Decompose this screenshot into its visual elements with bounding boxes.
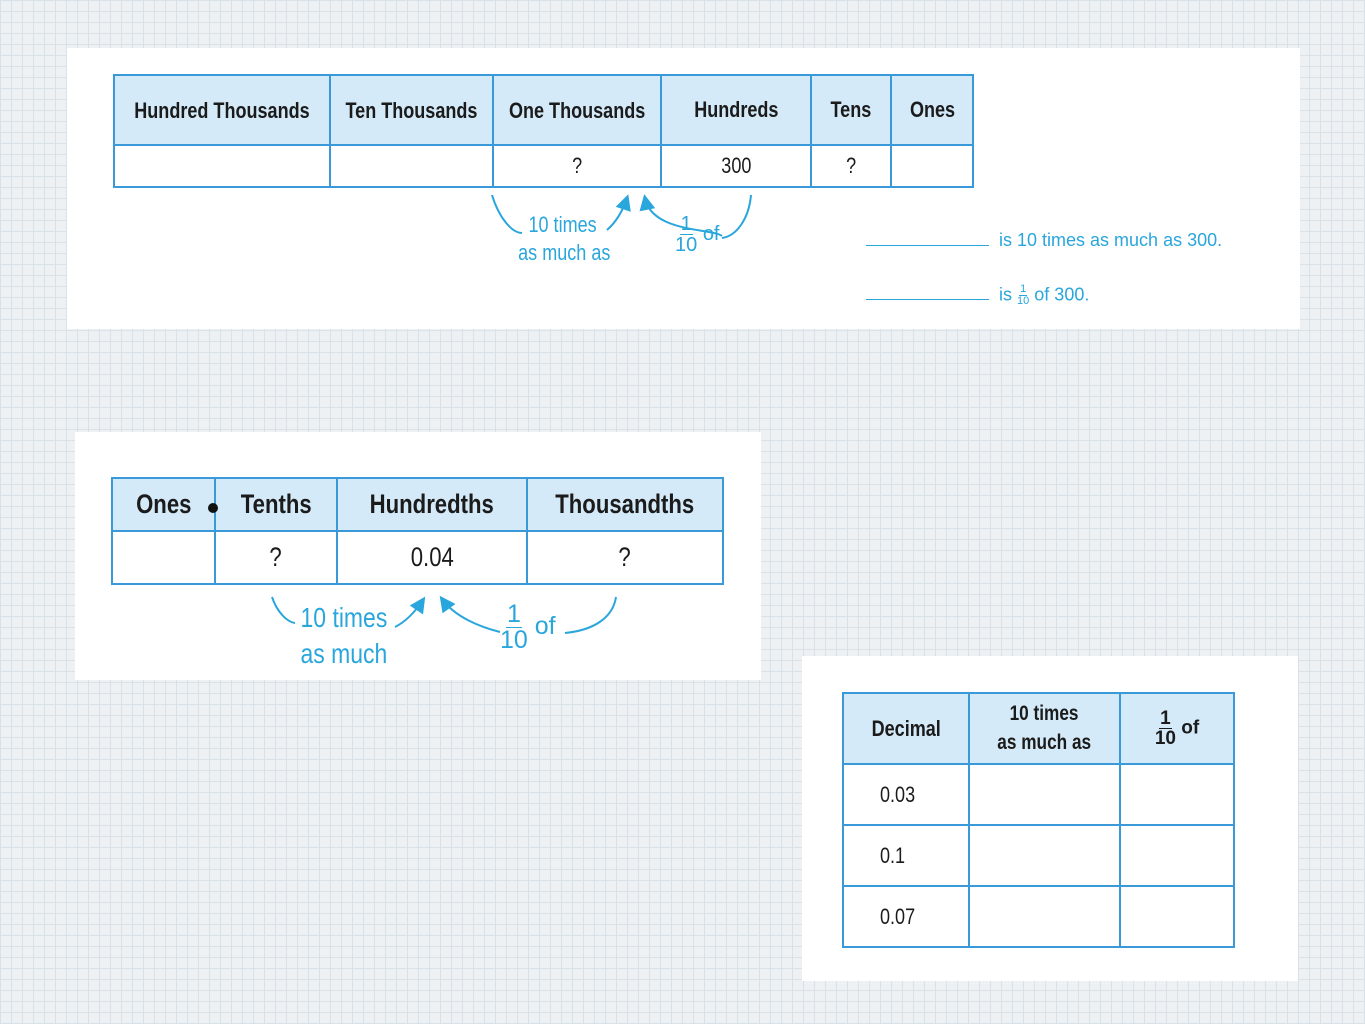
header-tens: Tens (810, 74, 893, 146)
value-tenths: ? (214, 530, 338, 585)
header-thousandths: Thousandths (526, 477, 724, 532)
value-tens: ? (810, 144, 893, 188)
answer-blank-2[interactable] (866, 299, 989, 301)
header-ones: Ones (890, 74, 975, 146)
value-one-thousands: ? (491, 144, 663, 188)
table-row: 0.1 (842, 824, 1235, 887)
header-ten-thousands: Ten Thousands (328, 74, 494, 146)
header-one-thousands: One Thousands (491, 74, 663, 146)
value-hundredths: 0.04 (336, 530, 528, 585)
place-value-table-whole: Hundred Thousands Ten Thousands One Thou… (113, 74, 975, 188)
place-value-panel-decimal: Ones Tenths Hundredths Thousandths ? 0.0… (75, 432, 761, 680)
arrow-one-tenth-decimal (439, 595, 501, 633)
answer-10-times-cell[interactable] (968, 885, 1121, 948)
header-hundred-thousands: Hundred Thousands (113, 74, 331, 146)
place-value-table-decimal: Ones Tenths Hundredths Thousandths ? 0.0… (111, 477, 724, 585)
arrow-10-times-whole (491, 195, 627, 234)
header-decimal: Decimal (842, 692, 970, 765)
value-ten-thousands (328, 144, 494, 188)
header-10-times: 10 times as much as (968, 692, 1121, 765)
relationship-arrows-decimal (271, 432, 617, 634)
table-row: 0.03 (842, 763, 1235, 826)
header-hundredths: Hundredths (336, 477, 528, 532)
arrow-one-tenth-whole (639, 194, 723, 237)
header-hundreds: Hundreds (660, 74, 813, 146)
decimal-point-dot (208, 503, 218, 513)
answer-one-tenth-cell[interactable] (1119, 885, 1235, 948)
decimal-cell: 0.03 (842, 763, 970, 826)
answer-one-tenth-cell[interactable] (1119, 763, 1235, 826)
value-ones (890, 144, 975, 188)
decimal-cell: 0.07 (842, 885, 970, 948)
arrow-10-times-decimal (271, 597, 423, 628)
label-10-times-whole: 10 times (528, 212, 598, 237)
header-tenths: Tenths (214, 477, 338, 532)
answer-blank-1[interactable] (866, 245, 989, 246)
label-10-times-decimal: 10 times (300, 602, 388, 633)
table-row: 0.07 (842, 885, 1235, 948)
answer-10-times-cell[interactable] (968, 824, 1121, 887)
value-thousandths: ? (526, 530, 724, 585)
answer-one-tenth-cell[interactable] (1119, 824, 1235, 887)
value-hundred-thousands (113, 144, 331, 188)
statement-10-times: is 10 times as much as 300. (866, 230, 1222, 251)
place-value-panel-whole: Hundred Thousands Ten Thousands One Thou… (67, 48, 1300, 329)
answer-10-times-cell[interactable] (968, 763, 1121, 826)
relationship-arrows-whole (491, 48, 752, 239)
value-hundreds: 300 (660, 144, 813, 188)
header-ones-decimal: Ones (111, 477, 216, 532)
label-as-much-decimal: as much (300, 638, 388, 669)
value-ones-decimal (111, 530, 216, 585)
decimal-cell: 0.1 (842, 824, 970, 887)
label-as-much-as-whole: as much as (518, 240, 611, 265)
